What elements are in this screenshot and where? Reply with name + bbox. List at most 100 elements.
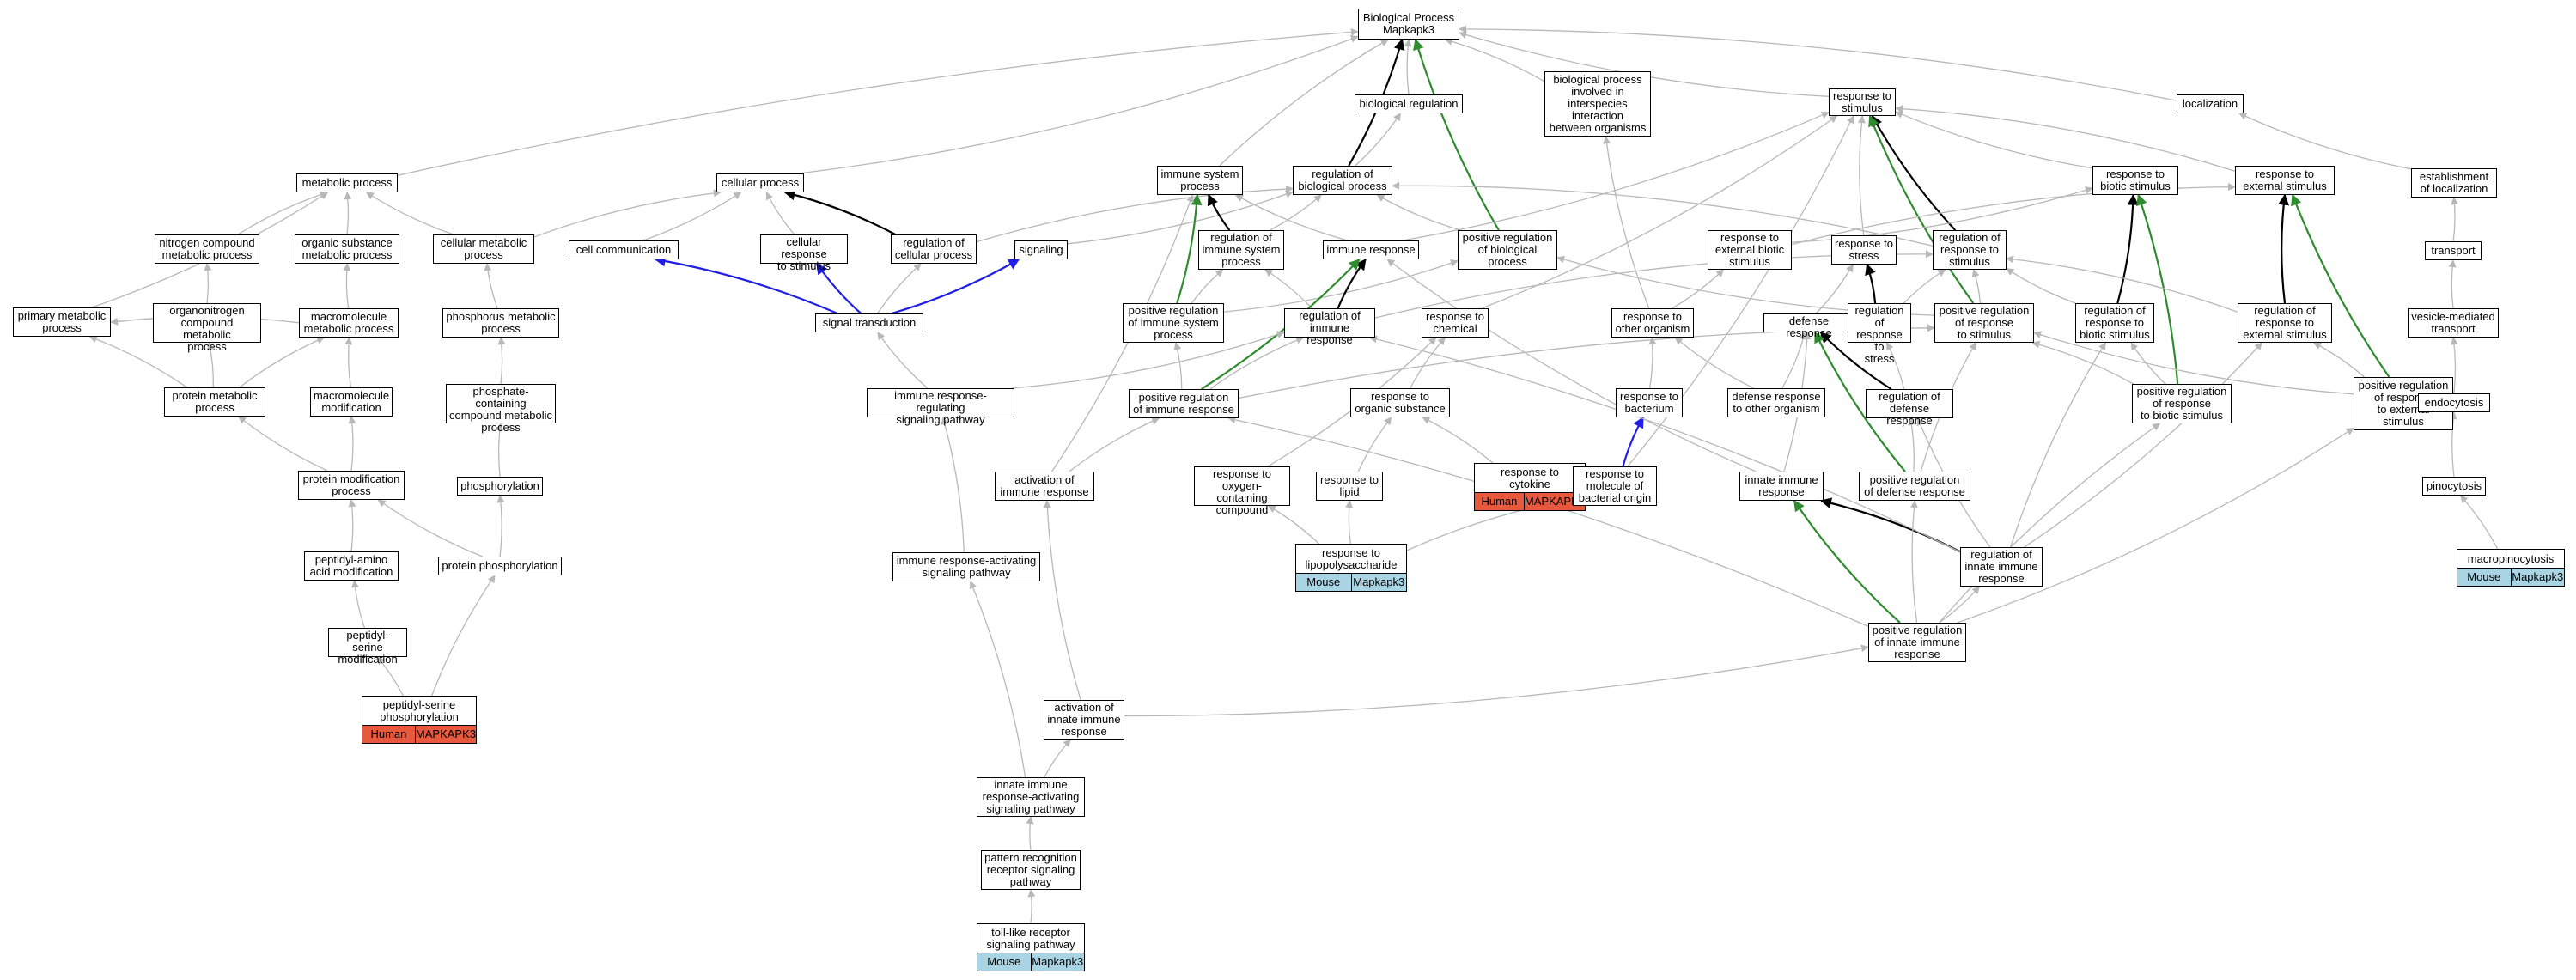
go-term-signal-trans[interactable]: signal transduction — [815, 313, 923, 332]
go-term-resp-stress[interactable]: response to stress — [1831, 235, 1897, 265]
go-term-resp-bacterium[interactable]: response to bacterium — [1616, 388, 1683, 417]
go-term-transport[interactable]: transport — [2425, 241, 2482, 260]
go-term-cell-resp-stim[interactable]: cellular response to stimulus — [760, 234, 848, 272]
go-term-resp-ext[interactable]: response to external stimulus — [2235, 166, 2335, 195]
go-term-resp-biotic[interactable]: response to biotic stimulus — [2092, 166, 2178, 195]
go-term-resp-ext-biotic[interactable]: response to external biotic stimulus — [1708, 230, 1792, 270]
edge-resp-ext-to-resp-stim — [1895, 105, 2236, 172]
go-term-macro-metab[interactable]: macromolecule metabolic process — [299, 308, 399, 338]
go-term-label: immune system process — [1160, 167, 1239, 192]
go-term-ir-reg-sig[interactable]: immune response-regulating signaling pat… — [867, 388, 1014, 426]
go-term-cell-metab[interactable]: cellular metabolic process — [433, 234, 534, 264]
go-term-phosphorus[interactable]: phosphorus metabolic process — [442, 308, 559, 338]
edge-resp-other-org-to-interspecies — [1603, 136, 1650, 309]
go-term-act-innate[interactable]: activation of innate immune response — [1044, 700, 1124, 740]
go-term-bioreg[interactable]: biological regulation — [1355, 94, 1463, 113]
edge-protein-mod-to-macro-mod — [348, 416, 356, 472]
go-term-organic-sub[interactable]: organic substance metabolic process — [295, 234, 399, 264]
edge-pos-reg-resp-biotic-to-pos-reg-resp-stim — [2031, 340, 2134, 385]
go-term-reg-resp-ext[interactable]: regulation of response to external stimu… — [2238, 303, 2332, 343]
go-term-resp-oxygen[interactable]: response to oxygen-containing compound — [1194, 466, 1290, 516]
go-term-protein-mod[interactable]: protein modification process — [298, 471, 405, 500]
go-term-label: response to stress — [1835, 237, 1893, 262]
go-term-label: activation of immune response — [1000, 473, 1089, 498]
go-term-innate-immune[interactable]: innate immune response — [1739, 472, 1824, 501]
edge-pos-reg-resp-biotic-to-reg-resp-biotic — [2130, 342, 2166, 385]
go-term-primary-metab[interactable]: primary metabolic process — [13, 307, 111, 337]
go-term-label: innate immune response-activating signal… — [982, 778, 1080, 815]
go-term-protein-phos[interactable]: protein phosphorylation — [438, 557, 562, 575]
go-term-label: regulation of response to external stimu… — [2243, 304, 2327, 341]
edge-phosphorylation-to-phosphate — [496, 423, 504, 478]
edge-organic-sub-to-metabolic — [344, 192, 352, 235]
edge-pos-reg-resp-stim-to-reg-resp-stim — [1971, 269, 1982, 304]
go-term-resp-org-sub[interactable]: response to organic substance — [1350, 388, 1450, 417]
go-term-label: phosphorylation — [460, 479, 539, 492]
go-term-immune-resp[interactable]: immune response — [1323, 240, 1419, 259]
go-term-reg-immune-resp[interactable]: regulation of immune response — [1284, 308, 1375, 346]
go-term-pos-reg-innate[interactable]: positive regulation of innate immune res… — [1868, 623, 1966, 662]
go-term-organonitrogen[interactable]: organonitrogen compound metabolic proces… — [153, 303, 261, 353]
go-term-reg-immune-sys[interactable]: regulation of immune system process — [1198, 230, 1284, 270]
go-term-label: phosphate-containing compound metabolic … — [449, 385, 552, 434]
edge-pos-reg-bio-to-bp — [1413, 38, 1500, 231]
go-term-localization[interactable]: localization — [2177, 94, 2244, 113]
annotation-gene: Mapkapk3 — [1030, 953, 1085, 971]
annotation-gene: MAPKAPK3 — [1523, 493, 1585, 510]
go-term-resp-other-org[interactable]: response to other organism — [1611, 308, 1694, 338]
go-term-cell-comm[interactable]: cell communication — [569, 240, 679, 259]
go-term-prr-sig[interactable]: pattern recognition receptor signaling p… — [981, 850, 1081, 890]
go-term-label: response to cytokine — [1475, 464, 1585, 493]
go-term-pos-reg-resp-stim[interactable]: positive regulation of response to stimu… — [1934, 303, 2034, 343]
edge-reg-resp-biotic-to-resp-biotic — [2116, 193, 2139, 304]
go-term-ir-act-sig[interactable]: immune response-activating signaling pat… — [892, 552, 1040, 581]
go-term-defense-resp[interactable]: defense response — [1763, 313, 1854, 339]
go-term-bp[interactable]: Biological Process Mapkapk3 — [1358, 9, 1459, 40]
go-term-resp-mol-bact[interactable]: response to molecule of bacterial origin — [1573, 466, 1657, 506]
go-term-endocytosis[interactable]: endocytosis — [2418, 393, 2490, 412]
go-term-cellular[interactable]: cellular process — [716, 173, 804, 192]
go-term-resp-chem[interactable]: response to chemical — [1422, 308, 1489, 338]
go-term-macro-mod[interactable]: macromolecule modification — [310, 387, 393, 417]
go-term-reg-resp-stim[interactable]: regulation of response to stimulus — [1933, 230, 2007, 270]
go-term-est-loc[interactable]: establishment of localization — [2411, 168, 2497, 198]
edge-innate-act-sig-to-ir-act-sig — [969, 581, 1026, 778]
go-term-pos-reg-bio[interactable]: positive regulation of biological proces… — [1458, 230, 1557, 270]
go-term-reg-bio[interactable]: regulation of biological process — [1293, 166, 1392, 195]
go-term-phosphorylation[interactable]: phosphorylation — [457, 477, 543, 496]
edge-pos-reg-resp-stim-to-resp-stim — [1868, 114, 1975, 304]
go-term-pinocytosis[interactable]: pinocytosis — [2422, 477, 2486, 496]
go-term-def-resp-other[interactable]: defense response to other organism — [1727, 388, 1825, 417]
go-term-reg-resp-biotic[interactable]: regulation of response to biotic stimulu… — [2075, 303, 2154, 343]
go-term-label: biological regulation — [1359, 97, 1459, 110]
go-term-metabolic[interactable]: metabolic process — [296, 173, 398, 192]
go-term-innate-act-sig[interactable]: innate immune response-activating signal… — [977, 777, 1085, 817]
go-term-reg-cell[interactable]: regulation of cellular process — [891, 234, 977, 264]
go-term-resp-lipid[interactable]: response to lipid — [1316, 472, 1383, 501]
go-term-immune-sys[interactable]: immune system process — [1157, 166, 1243, 195]
go-term-act-immune-resp[interactable]: activation of immune response — [995, 472, 1094, 501]
go-term-protein-metab[interactable]: protein metabolic process — [164, 387, 265, 417]
go-term-signaling[interactable]: signaling — [1014, 240, 1068, 259]
go-term-phosphate[interactable]: phosphate-containing compound metabolic … — [446, 384, 556, 434]
go-term-peptidyl-ser-mod[interactable]: peptidyl-serine modification — [328, 628, 407, 666]
go-term-vesicle[interactable]: vesicle-mediated transport — [2408, 308, 2499, 338]
go-term-pos-reg-immune-sys[interactable]: positive regulation of immune system pro… — [1123, 303, 1224, 343]
go-term-resp-stim[interactable]: response to stimulus — [1829, 88, 1896, 116]
go-term-nitrogen[interactable]: nitrogen compound metabolic process — [155, 234, 259, 264]
go-term-interspecies[interactable]: biological process involved in interspec… — [1544, 71, 1651, 137]
go-term-pos-reg-def[interactable]: positive regulation of defense response — [1859, 472, 1970, 501]
go-term-label: defense response — [1786, 314, 1832, 339]
go-term-reg-innate[interactable]: regulation of innate immune response — [1960, 547, 2043, 587]
go-term-peptidyl-aa[interactable]: peptidyl-amino acid modification — [304, 551, 399, 581]
edge-transport-to-est-loc — [2451, 197, 2459, 242]
go-term-reg-resp-stress[interactable]: regulation of response to stress — [1848, 303, 1911, 365]
go-term-pos-reg-resp-biotic[interactable]: positive regulation of response to bioti… — [2132, 384, 2232, 423]
go-term-pos-reg-immune-resp[interactable]: positive regulation of immune response — [1129, 389, 1239, 418]
go-term-reg-def-resp[interactable]: regulation of defense response — [1866, 389, 1953, 427]
